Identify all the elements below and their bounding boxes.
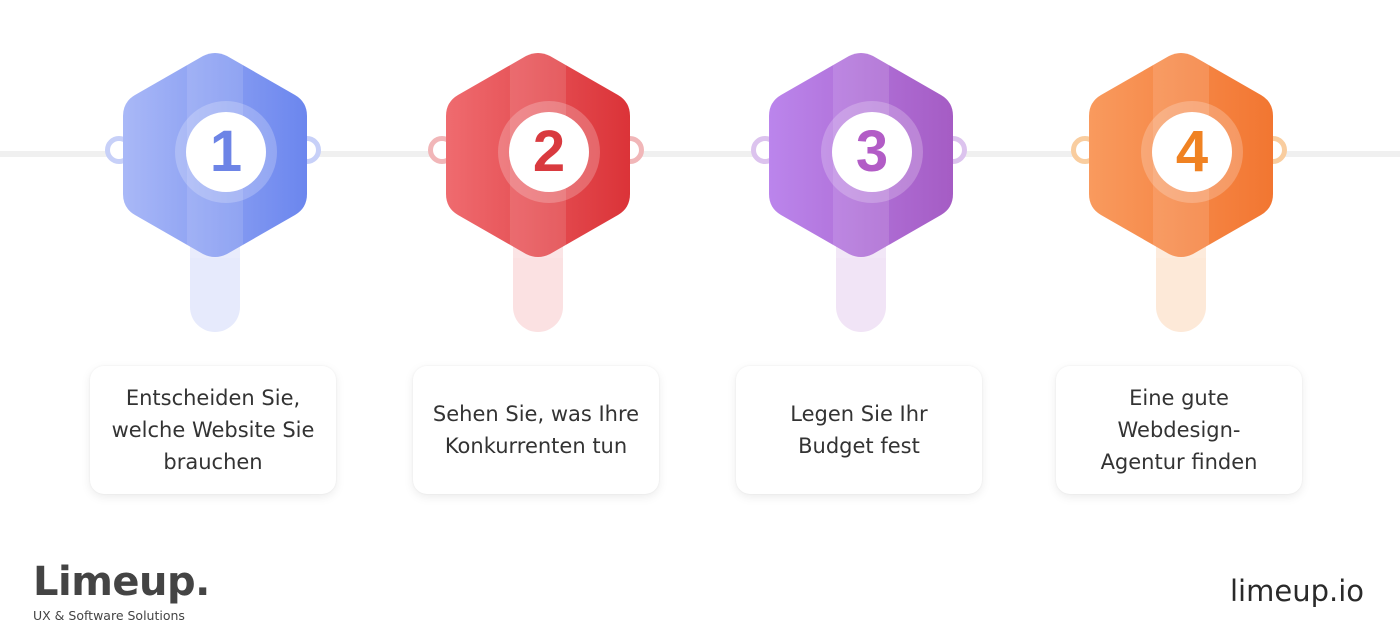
- step-number: 1: [186, 112, 266, 192]
- number-ring: 2: [498, 101, 600, 203]
- logo-wordmark: Limeup.: [33, 559, 210, 605]
- step-card: Legen Sie Ihr Budget fest: [736, 366, 982, 494]
- number-ring: 4: [1141, 101, 1243, 203]
- step-3: 3 Legen Sie Ihr Budget fest: [736, 0, 986, 520]
- brand-logo: Limeup. UX & Software Solutions: [33, 560, 210, 623]
- website-url: limeup.io: [1229, 574, 1364, 608]
- step-text: Entscheiden Sie, welche Website Sie brau…: [111, 386, 315, 474]
- number-ring: 3: [821, 101, 923, 203]
- hexagon-badge: 3: [769, 52, 953, 258]
- step-card: Entscheiden Sie, welche Website Sie brau…: [90, 366, 336, 494]
- step-2: 2 Sehen Sie, was Ihre Konkurrenten tun: [413, 0, 663, 520]
- timeline-track: [0, 151, 1400, 157]
- hexagon-badge: 1: [123, 52, 307, 258]
- step-number: 4: [1152, 112, 1232, 192]
- step-text: Sehen Sie, was Ihre Konkurrenten tun: [432, 402, 640, 458]
- step-number: 2: [509, 112, 589, 192]
- step-text: Legen Sie Ihr Budget fest: [790, 402, 928, 458]
- step-card: Sehen Sie, was Ihre Konkurrenten tun: [413, 366, 659, 494]
- hexagon-badge: 4: [1089, 52, 1273, 258]
- step-card: Eine gute Webdesign- Agentur finden: [1056, 366, 1302, 494]
- number-ring: 1: [175, 101, 277, 203]
- step-4: 4 Eine gute Webdesign- Agentur finden: [1056, 0, 1306, 520]
- hexagon-badge: 2: [446, 52, 630, 258]
- step-1: 1 Entscheiden Sie, welche Website Sie br…: [90, 0, 340, 520]
- step-text: Eine gute Webdesign- Agentur finden: [1100, 386, 1258, 474]
- step-number: 3: [832, 112, 912, 192]
- logo-tagline: UX & Software Solutions: [33, 608, 185, 623]
